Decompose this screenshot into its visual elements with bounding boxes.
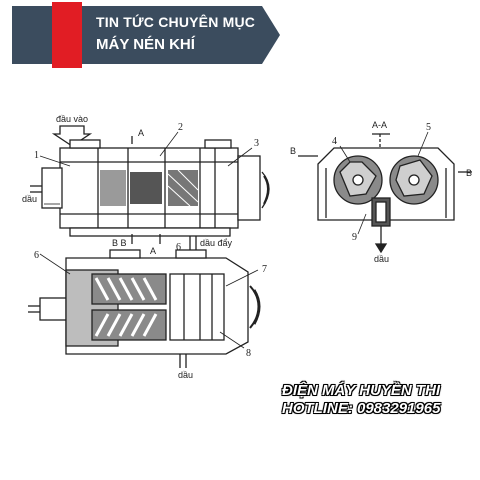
label-section-b: B: [290, 146, 296, 156]
label-oil-bottom-right: dầu: [374, 254, 389, 264]
part-number: 6: [176, 242, 181, 253]
part-number: 2: [178, 122, 183, 133]
part-number: 1: [34, 150, 39, 161]
part-number: 3: [254, 138, 259, 149]
label-oil-bottom-center: dầu: [178, 370, 193, 380]
label-section-b-right: B: [466, 168, 472, 178]
cross-section-drawing: [298, 131, 472, 254]
label-oil-left: dầu: [22, 194, 37, 204]
part-number: 9: [352, 232, 357, 243]
category-name: MÁY NÉN KHÍ: [96, 36, 195, 53]
compressor-diagram: đầu vào dầu dầu đẩy dầu dầu A A B B A-A …: [22, 114, 472, 380]
category-banner: TIN TỨC CHUYÊN MỤC MÁY NÉN KHÍ: [0, 0, 480, 70]
part-number: 8: [246, 348, 251, 359]
label-inlet: đầu vào: [56, 114, 88, 124]
label-section-bb: B B: [112, 238, 127, 248]
banner-accent-ribbon: [52, 2, 82, 68]
part-number: 4: [332, 136, 337, 147]
label-section-aa: A-A: [372, 120, 387, 130]
top-assembly-drawing: [30, 125, 270, 250]
part-number: 5: [426, 122, 431, 133]
label-outlet: dầu đẩy: [200, 238, 233, 248]
brand-name: ĐIỆN MÁY HUYỀN THI: [282, 382, 441, 399]
category-label: TIN TỨC CHUYÊN MỤC: [96, 14, 256, 30]
brand-watermark: ĐIỆN MÁY HUYỀN THI HOTLINE: 0983291965: [282, 382, 474, 418]
label-section-a-mid: A: [150, 246, 156, 256]
bottom-assembly-drawing: [28, 249, 261, 368]
part-number: 6: [34, 250, 39, 261]
brand-hotline: HOTLINE: 0983291965: [282, 400, 441, 417]
label-section-a-top: A: [138, 128, 144, 138]
diagram-labels: đầu vào dầu dầu đẩy dầu dầu A A B B A-A …: [22, 114, 472, 380]
part-number: 7: [262, 264, 267, 275]
